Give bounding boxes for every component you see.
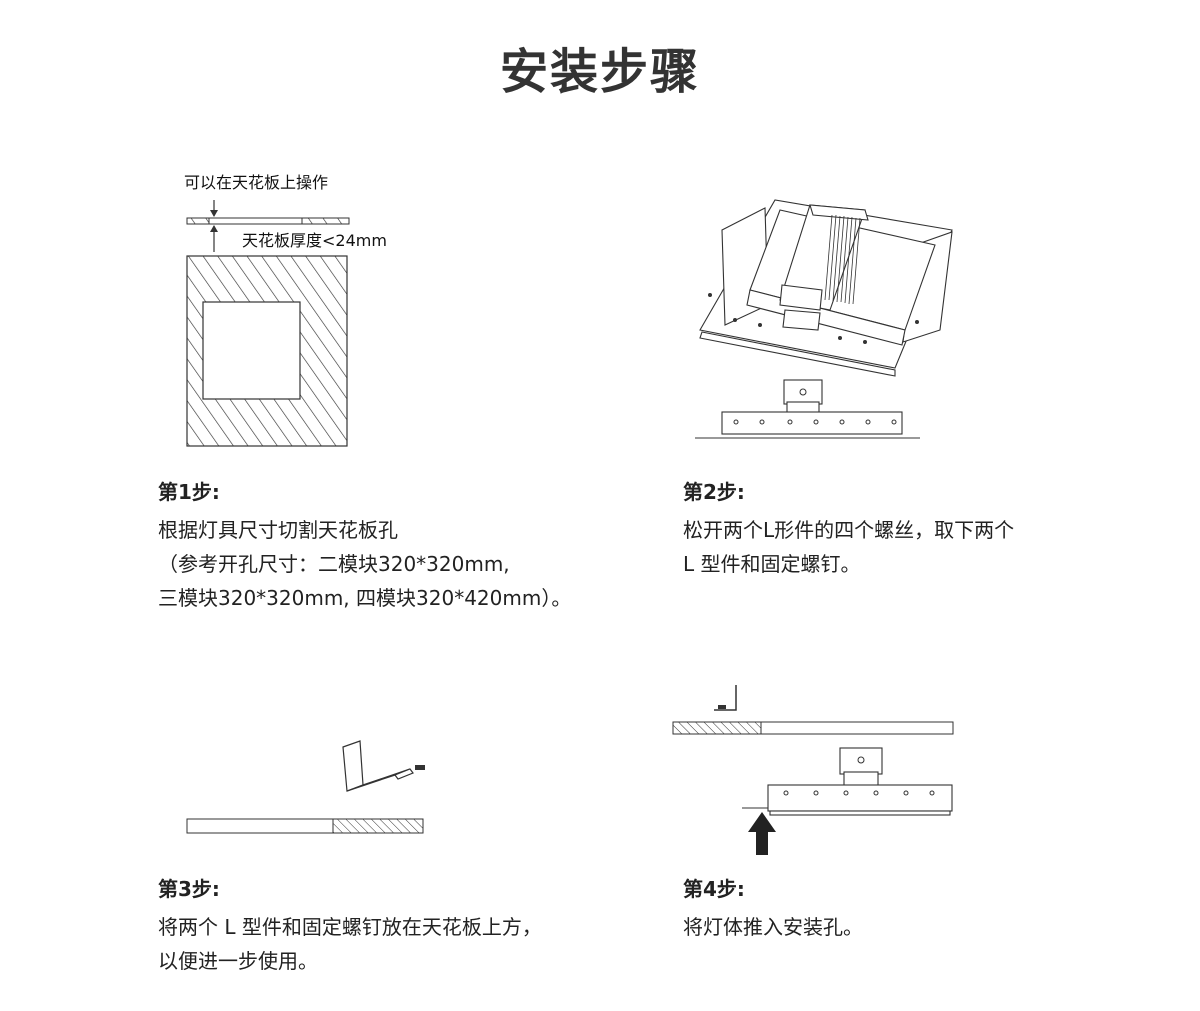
step-title: 第1步: <box>158 480 220 504</box>
figure-brackets-on-ceiling <box>186 740 425 834</box>
step-text-line: 三模块320*320mm, 四模块320*420mm）。 <box>158 586 572 610</box>
step-title: 第3步: <box>158 877 220 901</box>
step-text-line: 将两个 L 型件和固定螺钉放在天花板上方， <box>158 915 542 939</box>
step-text-line: L 型件和固定螺钉。 <box>683 552 861 576</box>
step-1: 第1步: 根据灯具尺寸切割天花板孔 （参考开孔尺寸：二模块320*320mm, … <box>158 476 571 615</box>
figure-ceiling-cutout: 可以在天花板上操作 天花板厚度<24mm <box>184 173 387 447</box>
arrow-up-icon <box>748 812 776 855</box>
label-ceiling-thickness: 天花板厚度<24mm <box>242 231 387 250</box>
step-text-line: 将灯体推入安装孔。 <box>683 915 863 939</box>
step-text-line: 根据灯具尺寸切割天花板孔 <box>158 518 398 542</box>
step-text-line: 松开两个L形件的四个螺丝，取下两个 <box>683 518 1015 542</box>
step-text-line: （参考开孔尺寸：二模块320*320mm, <box>158 552 510 576</box>
page-title: 安装步骤 <box>499 44 700 100</box>
step-3: 第3步: 将两个 L 型件和固定螺钉放在天花板上方， 以便进一步使用。 <box>158 873 542 978</box>
step-text-line: 以便进一步使用。 <box>158 949 318 973</box>
step-title: 第4步: <box>683 877 745 901</box>
figure-light-with-brackets <box>695 199 953 439</box>
label-operate-on-ceiling: 可以在天花板上操作 <box>184 173 328 192</box>
step-title: 第2步: <box>683 480 745 504</box>
step-4: 第4步: 将灯体推入安装孔。 <box>683 873 863 944</box>
step-2: 第2步: 松开两个L形件的四个螺丝，取下两个 L 型件和固定螺钉。 <box>683 476 1014 581</box>
figure-push-light-in <box>672 685 954 855</box>
